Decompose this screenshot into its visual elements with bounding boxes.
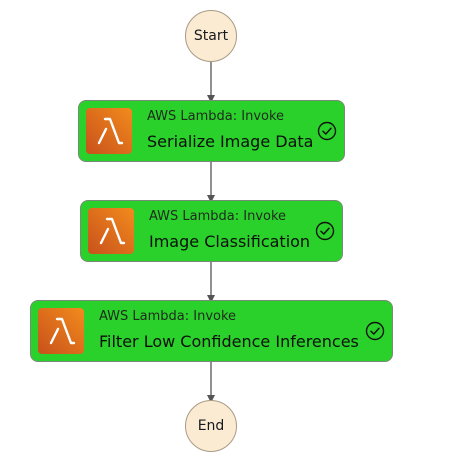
task-type-label: AWS Lambda: Invoke — [149, 209, 287, 224]
start-label: Start — [193, 28, 229, 44]
check-circle-icon — [315, 221, 335, 241]
end-node[interactable]: End — [185, 400, 237, 452]
task-name: Filter Low Confidence Inferences — [99, 332, 359, 351]
lambda-icon — [88, 208, 134, 254]
end-label: End — [197, 418, 225, 434]
lambda-icon — [38, 308, 84, 354]
task-filter-low-confidence-inferences[interactable]: AWS Lambda: Invoke Filter Low Confidence… — [30, 300, 393, 362]
lambda-icon — [86, 108, 132, 154]
check-circle-icon — [365, 321, 385, 341]
task-type-label: AWS Lambda: Invoke — [99, 309, 237, 324]
task-type-label: AWS Lambda: Invoke — [147, 109, 285, 124]
start-node[interactable]: Start — [185, 10, 237, 62]
task-name: Serialize Image Data — [147, 132, 314, 151]
task-image-classification[interactable]: AWS Lambda: Invoke Image Classification — [80, 200, 343, 262]
task-serialize-image-data[interactable]: AWS Lambda: Invoke Serialize Image Data — [78, 100, 345, 162]
task-name: Image Classification — [149, 232, 311, 251]
check-circle-icon — [317, 121, 337, 141]
